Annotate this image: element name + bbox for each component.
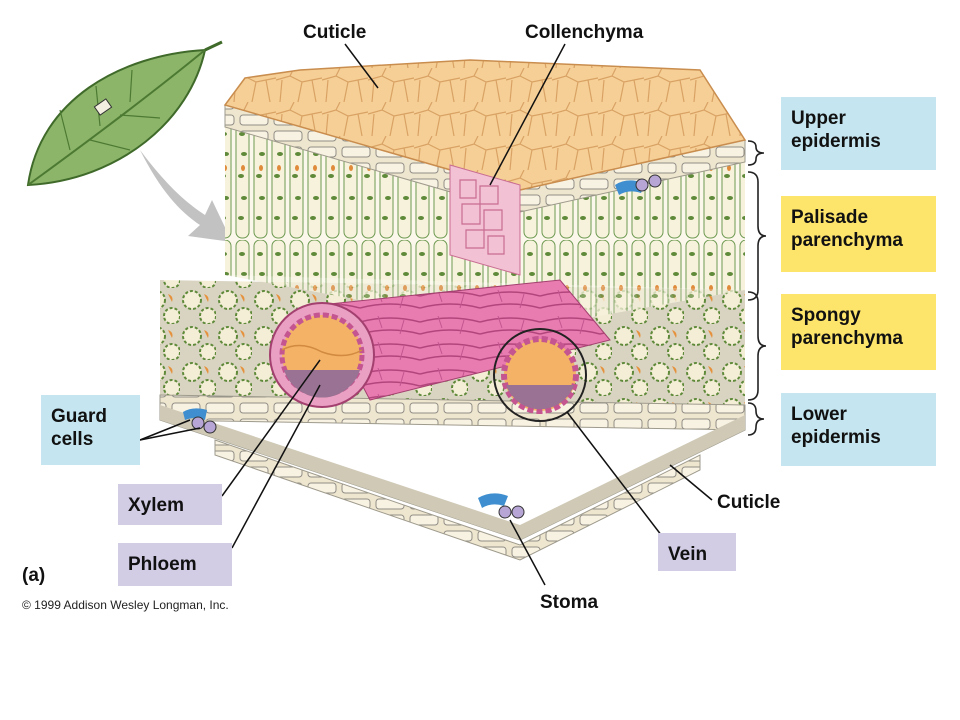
label-palisade-line2: parenchyma: [791, 230, 903, 252]
label-palisade-parenchyma: Palisade parenchyma: [781, 196, 936, 272]
label-palisade-line1: Palisade: [791, 207, 869, 228]
label-guard-cells-line2: cells: [51, 429, 94, 451]
label-xylem: Xylem: [118, 484, 222, 525]
figure-caption-letter: (a): [22, 565, 46, 586]
label-cuticle-bottom: Cuticle: [717, 492, 781, 513]
leader-xylem: [221, 359, 321, 497]
label-vein-text: Vein: [668, 544, 708, 565]
leader-guard-cells-1: [139, 419, 191, 441]
label-spongy-line2: parenchyma: [791, 328, 903, 350]
label-stoma: Stoma: [540, 592, 599, 613]
small-vein: [493, 328, 587, 422]
label-spongy-parenchyma: Spongy parenchyma: [781, 294, 936, 370]
label-phloem-text: Phloem: [128, 554, 197, 575]
arrow-icon: [140, 150, 232, 242]
leader-cuticle-top: [344, 43, 379, 89]
leader-cuticle-bottom: [669, 464, 713, 501]
leader-stoma: [509, 519, 546, 586]
cuticle-surface: [223, 59, 747, 191]
label-upper-epidermis-line2: epidermis: [791, 131, 881, 153]
label-phloem: Phloem: [118, 543, 232, 586]
label-collenchyma: Collenchyma: [525, 22, 644, 43]
bracket-palisade: [747, 171, 767, 301]
label-upper-epidermis-line1: Upper: [791, 108, 846, 129]
leaf-icon: [26, 40, 223, 187]
brackets: [747, 140, 767, 436]
label-xylem-text: Xylem: [128, 495, 184, 516]
copyright-notice: © 1999 Addison Wesley Longman, Inc.: [22, 598, 229, 612]
bracket-upper-epidermis: [747, 140, 765, 166]
label-guard-cells-line1: Guard: [51, 406, 107, 427]
label-vein: Vein: [658, 533, 736, 571]
leader-guard-cells-2: [139, 427, 201, 441]
label-cuticle-top: Cuticle: [303, 22, 367, 43]
stoma-top: [615, 174, 662, 195]
label-lower-epidermis: Lower epidermis: [781, 393, 936, 466]
bracket-lower-epidermis: [747, 402, 765, 436]
label-spongy-line1: Spongy: [791, 305, 861, 326]
label-lower-epidermis-line2: epidermis: [791, 427, 881, 449]
label-lower-epidermis-line1: Lower: [791, 404, 847, 425]
label-guard-cells: Guard cells: [41, 395, 140, 465]
stoma-left: [183, 408, 217, 434]
leader-vein: [566, 411, 666, 541]
leader-phloem: [231, 384, 321, 549]
stoma-bottom: [478, 493, 525, 519]
collenchyma-block: [449, 164, 521, 276]
label-upper-epidermis: Upper epidermis: [781, 97, 936, 170]
leader-collenchyma: [489, 43, 566, 186]
leader-lines: [139, 43, 713, 586]
bracket-spongy: [747, 291, 767, 401]
main-vein: [269, 279, 611, 408]
